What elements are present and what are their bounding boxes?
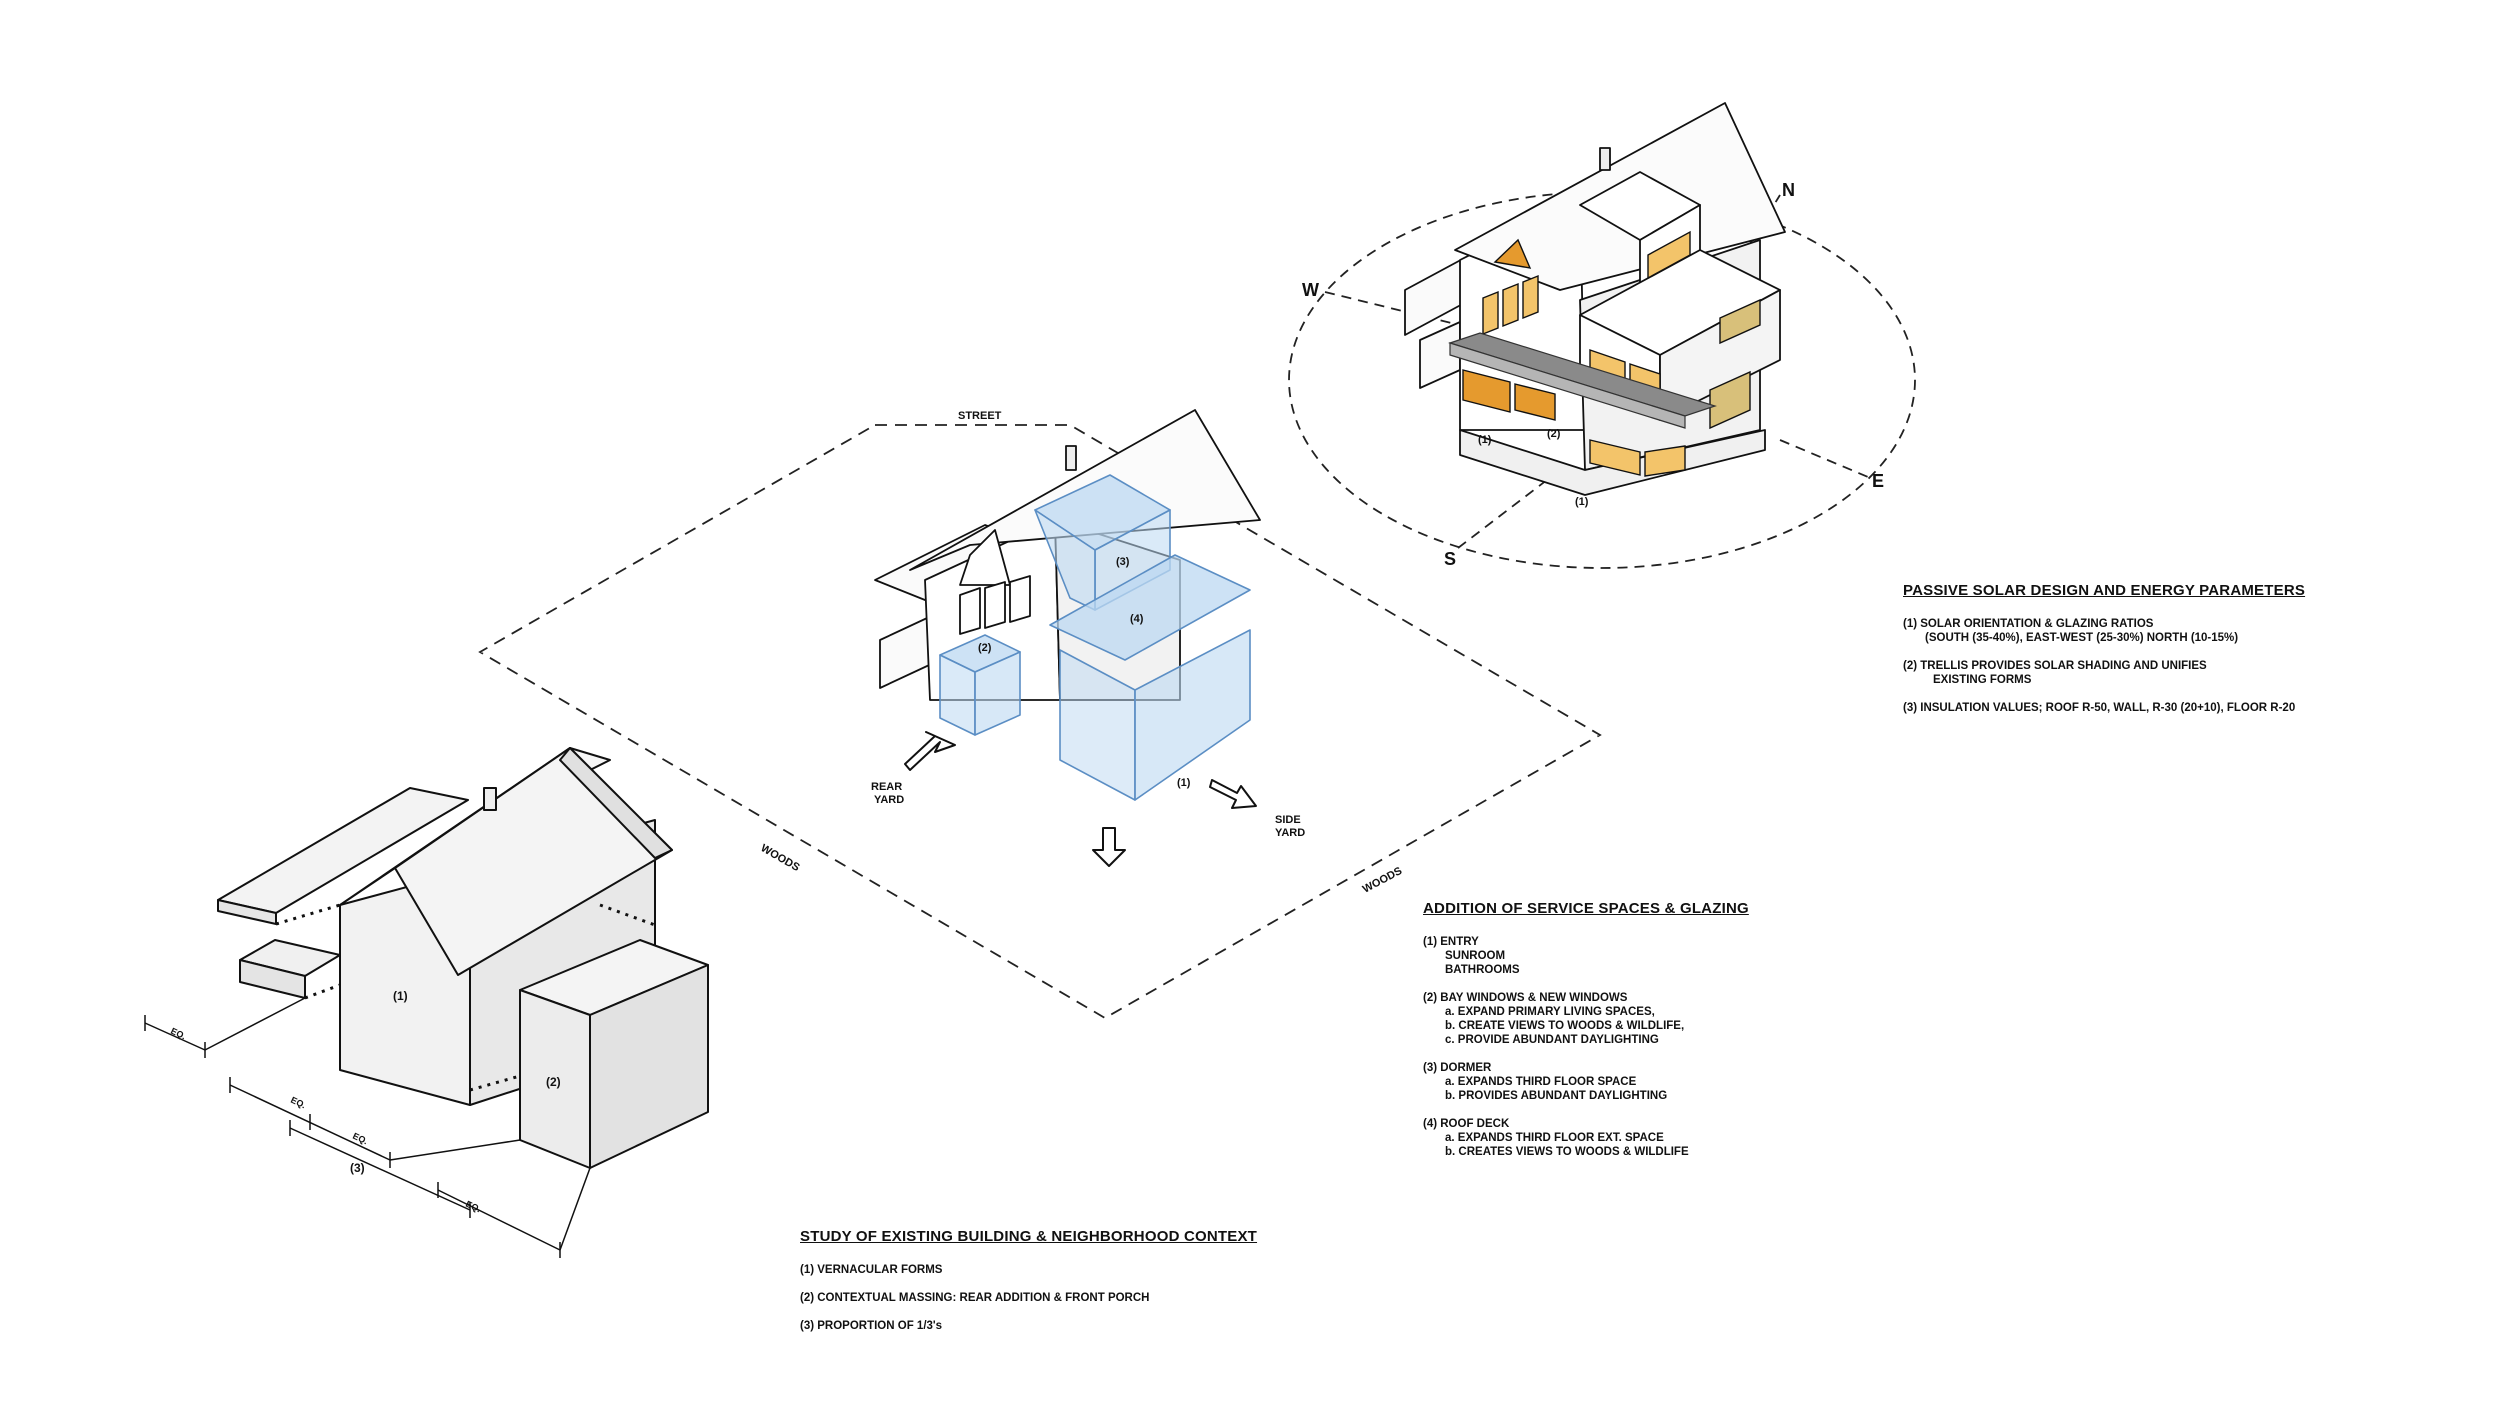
sunroom-glazing-2 xyxy=(1514,383,1556,421)
label-rear-yard-2: YARD xyxy=(874,794,904,806)
front-arrow xyxy=(1092,827,1126,867)
note-dormer-b: b. PROVIDES ABUNDANT DAYLIGHTING xyxy=(1445,1090,1668,1102)
note-bay-title: (2) BAY WINDOWS & NEW WINDOWS xyxy=(1423,992,1628,1004)
dimension-eq-first: EQ. xyxy=(289,1095,307,1111)
entry-sunroom-side xyxy=(974,651,1021,736)
label-proportion-thirds: (3) xyxy=(350,1161,365,1175)
solar-notes: PASSIVE SOLAR DESIGN AND ENERGY PARAMETE… xyxy=(1903,582,2305,729)
trellis xyxy=(1448,332,1717,429)
note-vernacular-forms: (1) VERNACULAR FORMS xyxy=(800,1264,943,1276)
dormer-window xyxy=(1647,230,1691,280)
gable-window xyxy=(1493,238,1532,269)
label-contextual-massing: (2) xyxy=(546,1075,561,1089)
side-window-2 xyxy=(1709,370,1751,430)
note-orientation-title: (1) SOLAR ORIENTATION & GLAZING RATIOS xyxy=(1903,618,2154,630)
existing-building-dimensions xyxy=(144,997,591,1258)
bay-window-2 xyxy=(1502,282,1519,328)
existing-notes-list: (1) VERNACULAR FORMS (2) CONTEXTUAL MASS… xyxy=(800,1263,1257,1333)
rear-addition-right xyxy=(589,964,709,1169)
dimension-eq-second: EQ. xyxy=(351,1131,369,1147)
note-bay-c: c. PROVIDE ABUNDANT DAYLIGHTING xyxy=(1445,1034,1659,1046)
dimension-eq-addition: EQ. xyxy=(464,1199,482,1215)
label-side-yard-1: SIDE xyxy=(1275,814,1301,826)
yard-arrows xyxy=(904,731,1257,867)
site-label-woods-right: WOODS xyxy=(1361,865,1404,896)
main-house-roof-right xyxy=(559,747,673,859)
note-dormer-title: (3) DORMER xyxy=(1423,1062,1492,1074)
solar-notes-heading: PASSIVE SOLAR DESIGN AND ENERGY PARAMETE… xyxy=(1903,582,2306,599)
roof-deck-addition-top xyxy=(1049,554,1251,661)
note-contextual-massing: (2) CONTEXTUAL MASSING: REAR ADDITION & … xyxy=(800,1292,1150,1304)
site-boundary xyxy=(478,424,1602,1020)
note-roof-deck: (4) ROOF DECK a. EXPANDS THIRD FLOOR EXT… xyxy=(1423,1117,1749,1159)
note-dormer: (3) DORMER a. EXPANDS THIRD FLOOR SPACE … xyxy=(1423,1061,1749,1103)
label-rear-yard-1: REAR xyxy=(871,781,902,793)
side-window-1 xyxy=(1719,298,1761,345)
entry-glazing xyxy=(1589,439,1641,476)
dimension-eq-porch: EQ. xyxy=(169,1026,187,1042)
label-dormer: (3) xyxy=(1116,556,1130,568)
note-proportion: (3) PROPORTION OF 1/3's xyxy=(800,1320,943,1332)
label-bay-windows: (2) xyxy=(978,642,992,654)
label-roof-deck: (4) xyxy=(1130,613,1144,625)
note-entry-sunroom: SUNROOM xyxy=(1445,950,1506,962)
addition-notes-list: (1) ENTRY SUNROOM BATHROOMS (2) BAY WIND… xyxy=(1423,935,1749,1159)
trellis-slats xyxy=(1449,342,1686,429)
note-deck-b: b. CREATES VIEWS TO WOODS & WILDLIFE xyxy=(1445,1146,1689,1158)
note-orientation-ratios: (SOUTH (35-40%), EAST-WEST (25-30%) NORT… xyxy=(1925,632,2239,644)
bay-window-3 xyxy=(1522,274,1539,320)
note-bay-windows: (2) BAY WINDOWS & NEW WINDOWS a. EXPAND … xyxy=(1423,991,1749,1047)
note-entry-title: (1) ENTRY xyxy=(1423,936,1479,948)
existing-building-alignment-lines xyxy=(275,903,656,1092)
site-label-woods-left: WOODS xyxy=(759,842,802,874)
rear-yard-arrow xyxy=(904,731,956,771)
solar-label-1-left: (1) xyxy=(1478,434,1492,446)
label-entry: (1) xyxy=(1177,777,1191,789)
note-trellis: (2) TRELLIS PROVIDES SOLAR SHADING AND U… xyxy=(1903,659,2305,687)
note-trellis-title: (2) TRELLIS PROVIDES SOLAR SHADING AND U… xyxy=(1903,660,2207,672)
side-yard-arrow xyxy=(1209,779,1257,809)
note-deck-a: a. EXPANDS THIRD FLOOR EXT. SPACE xyxy=(1445,1132,1664,1144)
note-trellis-detail: EXISTING FORMS xyxy=(1933,674,2032,686)
compass-east: E xyxy=(1872,471,1884,491)
note-entry: (1) ENTRY SUNROOM BATHROOMS xyxy=(1423,935,1749,977)
solar-house xyxy=(1404,102,1786,496)
existing-building-massing xyxy=(217,747,709,1169)
solar-notes-list: (1) SOLAR ORIENTATION & GLAZING RATIOS (… xyxy=(1903,617,2305,715)
site-label-street: STREET xyxy=(958,410,1002,422)
note-insulation: (3) INSULATION VALUES; ROOF R-50, WALL, … xyxy=(1903,701,2305,715)
chimney-3 xyxy=(1599,147,1611,171)
chimney-2 xyxy=(1065,445,1077,471)
label-side-yard-2: YARD xyxy=(1275,827,1305,839)
bay-windows-existing xyxy=(959,575,1031,635)
note-solar-orientation: (1) SOLAR ORIENTATION & GLAZING RATIOS (… xyxy=(1903,617,2305,645)
compass-north: N xyxy=(1782,180,1795,200)
roof-deck-addition-side xyxy=(1134,629,1251,801)
note-dormer-a: a. EXPANDS THIRD FLOOR SPACE xyxy=(1445,1076,1637,1088)
compass-west: W xyxy=(1302,280,1319,300)
existing-building-notes: STUDY OF EXISTING BUILDING & NEIGHBORHOO… xyxy=(800,1228,1257,1347)
chimney xyxy=(483,787,497,811)
note-deck-title: (4) ROOF DECK xyxy=(1423,1118,1510,1130)
addition-notes-heading: ADDITION OF SERVICE SPACES & GLAZING xyxy=(1423,900,1749,917)
solar-base xyxy=(1459,429,1766,496)
existing-notes-heading: STUDY OF EXISTING BUILDING & NEIGHBORHOO… xyxy=(800,1228,1258,1245)
solar-label-2: (2) xyxy=(1547,428,1561,440)
note-insulation-title: (3) INSULATION VALUES; ROOF R-50, WALL, … xyxy=(1903,702,2296,714)
note-bay-a: a. EXPAND PRIMARY LIVING SPACES, xyxy=(1445,1006,1655,1018)
entry-glazing-2 xyxy=(1644,445,1686,477)
sunroom-glazing-1 xyxy=(1462,369,1511,413)
compass-south: S xyxy=(1444,549,1456,569)
note-entry-bathrooms: BATHROOMS xyxy=(1445,964,1520,976)
label-vernacular-forms: (1) xyxy=(393,989,408,1003)
solar-label-1-bottom: (1) xyxy=(1575,496,1589,508)
addition-notes: ADDITION OF SERVICE SPACES & GLAZING (1)… xyxy=(1423,900,1749,1173)
blue-additions xyxy=(939,474,1251,801)
bay-window-1 xyxy=(1482,290,1499,336)
note-bay-b: b. CREATE VIEWS TO WOODS & WILDLIFE, xyxy=(1445,1020,1685,1032)
